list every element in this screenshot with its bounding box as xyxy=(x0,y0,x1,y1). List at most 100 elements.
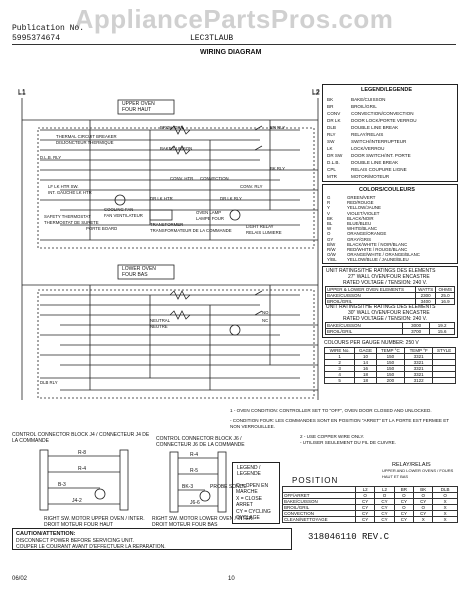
relay-cell: CY xyxy=(374,516,395,523)
legend-code: BR xyxy=(327,104,334,109)
legend-code: DLB xyxy=(327,125,336,130)
rating-ohms: 16.9 xyxy=(435,298,455,305)
circuit-label: LAMPE FOUR xyxy=(196,216,224,221)
l1-label: L1 xyxy=(18,90,26,97)
circuit-label: DR LK HTR xyxy=(150,196,173,201)
circuit-label: DISJONCTEUR THERMIQUE xyxy=(56,140,114,145)
wire-note: COLOURS PER GAUGE NUMBER: 250 V xyxy=(324,340,419,346)
circuit-label: BK RLY xyxy=(270,166,285,171)
legend-title: LEGEND/LEGENDE xyxy=(361,87,413,93)
circuit-label: BR RLY xyxy=(270,125,286,130)
circuit-label: OVEN LAMP xyxy=(196,210,222,215)
circuit-label: NEUTRE xyxy=(150,324,168,329)
color-name: VIOLET/VIOLET xyxy=(347,210,380,216)
probe-label: PROBE SONDE xyxy=(210,484,247,490)
wire-cell: 18 xyxy=(354,377,377,384)
ratings-voltage-1: RATED VOLTAGE / TENSION: 240 V. xyxy=(343,280,427,286)
circuit-label: NC xyxy=(262,318,269,323)
lower-oven-label: LOWER OVEN FOUR BAS xyxy=(122,266,156,278)
circuit-label: LF LK HTR SW. xyxy=(48,184,79,189)
color-name: ORANGE/ORANGE xyxy=(347,231,387,237)
pin-label: R-5 xyxy=(190,468,199,474)
connector-j4-title: CONTROL CONNECTOR BLOCK J4 / CONNECTEUR … xyxy=(12,432,150,444)
color-name: RED/ROUGE xyxy=(347,200,374,206)
legend-meaning: RELAY/RELAIS xyxy=(351,132,384,137)
note-2: - CONDITION FOUR: LES COMMANDES SONT EN … xyxy=(230,418,450,429)
color-name: GREEN/VERT xyxy=(347,195,376,200)
color-name: YELLOW/JAUNE xyxy=(347,205,381,211)
legend-meaning: DOOR SWITCH/INT. PORTE xyxy=(351,153,411,158)
legend-meaning: SWITCH/INTERRUPTEUR xyxy=(351,139,407,144)
circuit-label: FAN VENTILATEUR xyxy=(104,213,143,218)
rating-watts: 3700 xyxy=(402,328,431,335)
footer-date: 06/02 xyxy=(12,576,28,582)
circuit-label: DLB RLY xyxy=(40,380,58,385)
ratings-sub-1: 27" WALL OVEN/FOUR ENCASTRE xyxy=(348,274,430,280)
rail-l1: L1 xyxy=(18,89,26,96)
legend-code: CONV xyxy=(327,111,341,116)
color-code: R xyxy=(327,200,331,206)
circuit-label: PORTE BOARD xyxy=(86,226,118,231)
legend-meaning: RELAIS COUPURE LIGNE xyxy=(351,167,407,172)
relay-table-block: RELAY/RELAIS UPPER AND LOWER OVENS / FOU… xyxy=(282,462,458,524)
color-code: Y xyxy=(327,205,330,211)
legend-meaning: MOTOR/MOTEUR xyxy=(351,174,390,179)
legend-code: LK xyxy=(327,146,333,151)
color-code: BK xyxy=(327,215,333,221)
model-number: LEC3TLAUB xyxy=(190,34,234,43)
rail-l2: L2 xyxy=(312,89,320,96)
color-code: V xyxy=(327,210,330,216)
publication-label: Publication No. xyxy=(12,24,85,33)
legend-code: RLY xyxy=(327,132,336,137)
relay-table-subtitle: UPPER AND LOWER OVENS / FOURS HAUT ET BA… xyxy=(382,468,454,479)
circuit-label: CONVECTION xyxy=(200,176,229,181)
note-4: - UTILISER SEULEMENT DU FIL DE CUIVRE. xyxy=(300,440,396,445)
color-code: W xyxy=(327,226,332,232)
circuit-label: RELAIS LUMIERE xyxy=(246,230,282,235)
circuit-label: INT. GAUCHE LK HTR xyxy=(48,190,92,195)
note-1: 1 - OVEN CONDITION: CONTROLLER SET TO "O… xyxy=(230,408,432,413)
relay-legend-item: X = CLOSE ARRET xyxy=(236,496,262,508)
watermark: AppliancePartsPros.com xyxy=(74,4,394,34)
color-name: RED/WHITE / ROUGE/BLANC xyxy=(347,247,408,252)
color-name: BLUE/BLEU xyxy=(347,221,372,226)
circuit-label: LIGHT RELAY xyxy=(246,224,274,229)
circuit-label: CONV. HTR xyxy=(170,176,194,181)
color-code: G xyxy=(327,195,331,200)
rating-ohms: 15.6 xyxy=(429,328,455,335)
relay-cell: CY xyxy=(354,516,376,523)
caution-fr: COUPER LE COURANT AVANT D'EFFECTUER LA R… xyxy=(16,544,166,550)
relay-legend-box: LEGEND / LEGENDE O = OPEN EN MARCHE X = … xyxy=(232,462,280,524)
ratings-title-1: UNIT RATINGS/THE RATINGS DES ELEMENTS xyxy=(326,268,436,274)
ratings-sub-2: 30" WALL OVEN/FOUR ENCASTRE xyxy=(348,310,430,316)
circuit-label: BAKE/CUISSON xyxy=(160,146,193,151)
ratings-voltage-2: RATED VOLTAGE / TENSION: 240 V. xyxy=(343,316,427,322)
circuit-label: COOLING FAN xyxy=(104,207,134,212)
pin-label: R-8 xyxy=(78,450,87,456)
relay-legend-item: CY = CYCLING CYCLAGE xyxy=(236,509,271,521)
legend-code: D.L.B. xyxy=(327,160,340,165)
relay-cell: X xyxy=(432,516,458,523)
color-code: BL xyxy=(327,221,333,226)
l2-label: L2 xyxy=(312,90,320,97)
ratings-title-2: UNIT RATINGS/THE RATINGS DES ELEMENTS xyxy=(326,304,436,310)
relay-cell: X xyxy=(413,516,434,523)
caution-en: DISCONNECT POWER BEFORE SERVICING UNIT. xyxy=(16,538,134,544)
pin-label: J6-6 xyxy=(190,500,200,506)
ratings-box: UNIT RATINGS/THE RATINGS DES ELEMENTS 27… xyxy=(322,266,458,338)
legend-code: DR SW xyxy=(327,153,343,158)
circuit-label: THERMOSTAT DE SURETE xyxy=(44,220,99,225)
relay-cell: CY xyxy=(393,516,415,523)
color-name: ORANGE/WHITE / ORANGE/BLANC xyxy=(347,252,420,258)
circuit-label: DR LK RLY xyxy=(220,196,242,201)
page-title: WIRING DIAGRAM xyxy=(200,49,262,56)
connector-j6-caption: RIGHT SW. MOTOR LOWER OVEN / INTER. DROI… xyxy=(152,516,254,528)
color-code: GY xyxy=(327,236,334,242)
